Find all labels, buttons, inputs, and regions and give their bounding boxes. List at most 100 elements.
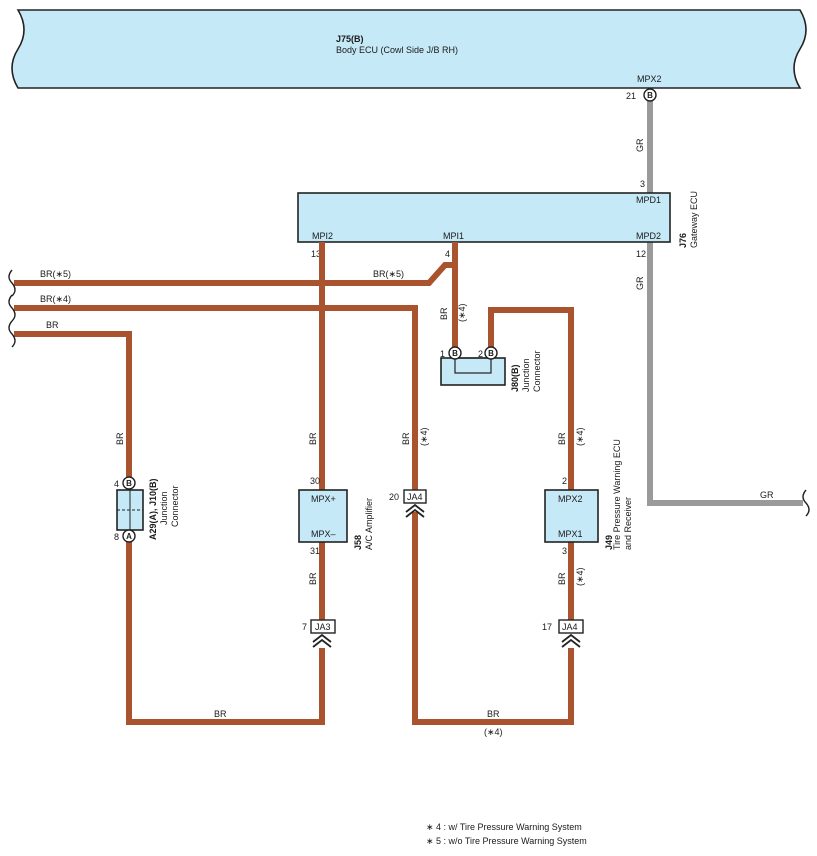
gateway-name: Gateway ECU: [689, 191, 699, 248]
ja4-right-connector[interactable]: [558, 619, 584, 634]
br-label-ac: BR: [308, 432, 318, 445]
j80-inner: [454, 357, 492, 374]
ac-code: J58: [353, 535, 363, 550]
br-wire-to-a29: [14, 331, 132, 478]
br-label-bottom-right: BR: [487, 709, 500, 719]
gateway-pin-mpd2: 12: [636, 249, 646, 259]
body-ecu-name: Body ECU (Cowl Side J/B RH): [336, 45, 458, 55]
br-label-mpi1: BR: [439, 307, 449, 320]
j80-pin2-letter: B: [488, 349, 494, 358]
gateway-code: J76: [678, 233, 688, 248]
tpw-ecu-box[interactable]: [544, 489, 599, 543]
body-ecu-pin-name: MPX2: [637, 74, 662, 84]
n4-label-mpi1: (∗4): [457, 303, 467, 322]
gateway-pin-mpi1: 4: [445, 249, 450, 259]
gateway-mpi1: MPI1: [443, 231, 464, 241]
br-label-bottom-left: BR: [214, 709, 227, 719]
ja4-right-label: JA4: [562, 622, 578, 632]
gateway-pin-mpd1: 3: [640, 179, 645, 189]
gr-label-right: GR: [760, 490, 774, 500]
j80-pin1-letter: B: [452, 349, 458, 358]
br-label-tpw-bottom: BR: [557, 572, 567, 585]
ac-name: A/C Amplifier: [364, 498, 374, 550]
gateway-pin-mpi2: 13: [311, 249, 321, 259]
j80-connector-box[interactable]: [440, 357, 506, 386]
body-ecu-pin-no: 21: [626, 91, 636, 101]
a29-pin-top-letter: B: [126, 479, 132, 488]
br-wire-break-3: [8, 320, 16, 348]
tpw-name-1: Tire Pressure Warning ECU: [612, 439, 622, 550]
ja4-left-chevron: [405, 503, 425, 518]
br-n5-label-mid: BR(∗5): [373, 269, 404, 279]
ac-pin-bot: 31: [310, 546, 320, 556]
ja4-left-pin: 20: [389, 492, 399, 502]
a29-pin-top-no: 4: [114, 479, 119, 489]
ja3-label: JA3: [315, 622, 331, 632]
br-n4-label-left: BR(∗4): [40, 294, 71, 304]
n4-label-tpw-bottom: (∗4): [575, 567, 585, 586]
gateway-mpd2: MPD2: [636, 231, 661, 241]
br-wire-j80-to-tpw: [488, 307, 574, 490]
br-wire-break-2: [8, 294, 16, 322]
a29-pin-top-circle[interactable]: [122, 476, 136, 490]
tpw-pin-top: 2: [562, 476, 567, 486]
br-wire-n4: [14, 305, 418, 490]
body-ecu-box[interactable]: [11, 9, 807, 89]
gateway-mpi2: MPI2: [312, 231, 333, 241]
tpw-code: J49: [604, 535, 614, 550]
j80-pin2-no: 2: [478, 349, 483, 359]
br-label-a29: BR: [115, 432, 125, 445]
body-ecu-pin-letter: B: [647, 91, 653, 100]
br-wire-a29-to-ja3: [126, 541, 325, 725]
note-5: ∗ 5 : w/o Tire Pressure Warning System: [426, 836, 587, 846]
gr-wire-break: [802, 489, 810, 517]
n4-label-bottom-right: (∗4): [484, 727, 503, 737]
gr-label-lower: GR: [635, 276, 645, 290]
ac-mpx-minus: MPX–: [311, 529, 336, 539]
br-label-tpw-top: BR: [557, 432, 567, 445]
a29-name-1: Junction: [159, 491, 169, 525]
ja4-left-label: JA4: [407, 492, 423, 502]
ja4-left-connector[interactable]: [403, 489, 427, 504]
body-ecu-pin-circle[interactable]: [643, 88, 657, 102]
a29-pin-bot-no: 8: [114, 532, 119, 542]
br-n5-label-left: BR(∗5): [40, 269, 71, 279]
gr-wire-gateway-to-right: [647, 242, 803, 506]
br-label-ja4-left: BR: [401, 432, 411, 445]
gateway-ecu-box[interactable]: [297, 192, 671, 243]
br-wire-ja4-loop: [412, 512, 574, 725]
ja4-right-pin: 17: [542, 622, 552, 632]
body-ecu-code: J75(B): [336, 34, 364, 44]
ac-mpx-plus: MPX+: [311, 494, 336, 504]
gr-label-upper: GR: [635, 138, 645, 152]
tpw-mpx1: MPX1: [558, 529, 583, 539]
j80-name-2: Connector: [532, 350, 542, 392]
j80-pin1-no: 1: [440, 349, 445, 359]
br-label-ac-bottom: BR: [308, 572, 318, 585]
n4-label-tpw-top: (∗4): [575, 427, 585, 446]
tpw-pin-bot: 3: [562, 546, 567, 556]
gateway-mpd1: MPD1: [636, 195, 661, 205]
ja3-connector[interactable]: [310, 619, 336, 634]
tpw-mpx2: MPX2: [558, 494, 583, 504]
a29-code: A29(A), J10(B): [148, 478, 158, 540]
ja3-pin: 7: [302, 622, 307, 632]
br-wire-break-1: [8, 269, 16, 297]
j80-pin1-circle[interactable]: [448, 346, 462, 360]
tpw-name-2: and Receiver: [623, 497, 633, 550]
a29-name-2: Connector: [170, 485, 180, 527]
j80-code: J80(B): [510, 364, 520, 392]
j80-name-1: Junction: [521, 358, 531, 392]
br-wire-n5: [14, 242, 458, 286]
br-label-left: BR: [46, 320, 59, 330]
note-4: ∗ 4 : w/ Tire Pressure Warning System: [426, 822, 582, 832]
ac-amplifier-box[interactable]: [298, 489, 348, 543]
a29-pin-bot-letter: A: [126, 532, 132, 541]
ja3-chevron: [312, 633, 332, 648]
n4-label-ja4-left: (∗4): [419, 427, 429, 446]
ac-pin-top: 30: [310, 476, 320, 486]
j80-pin2-circle[interactable]: [484, 346, 498, 360]
ja4-right-chevron: [561, 633, 581, 648]
a29-pin-bot-circle[interactable]: [122, 529, 136, 543]
